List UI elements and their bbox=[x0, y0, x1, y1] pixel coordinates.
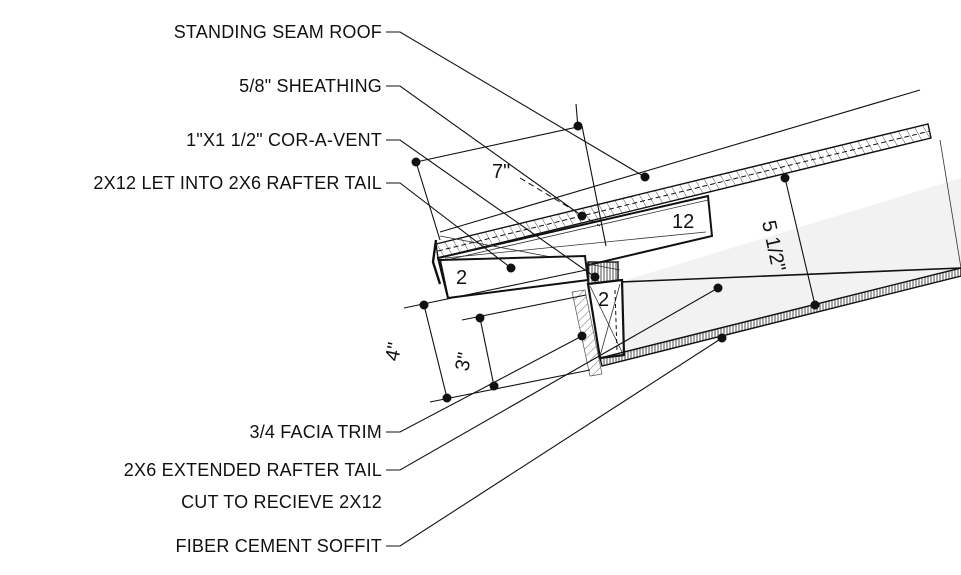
dim-7-line-right bbox=[581, 125, 607, 247]
standing-seam-roof-line bbox=[439, 89, 921, 233]
tail-inner-dash bbox=[614, 289, 618, 353]
rafter-end-line bbox=[939, 139, 961, 269]
leader-standing-seam bbox=[386, 31, 646, 178]
leader-soffit bbox=[386, 337, 723, 547]
cross-line-b bbox=[444, 231, 707, 259]
facia-trim bbox=[571, 289, 603, 377]
dim-slope-2-a: 2 bbox=[456, 267, 467, 289]
dot-let-into bbox=[506, 263, 516, 273]
dim-55-line bbox=[784, 177, 816, 306]
dot-4-bottom bbox=[442, 393, 452, 403]
dim-3-line bbox=[479, 317, 495, 387]
dot-7-left bbox=[411, 157, 421, 167]
cross-line-a bbox=[437, 199, 709, 263]
dim-7-base bbox=[415, 125, 583, 163]
dim-4-bottom bbox=[429, 369, 591, 403]
label-let-into: 2X12 LET INTO 2X6 RAFTER TAIL bbox=[93, 173, 382, 193]
dot-cor-a-vent bbox=[590, 272, 600, 282]
label-standing-seam-roof: STANDING SEAM ROOF bbox=[174, 22, 382, 42]
dim-4-line bbox=[423, 304, 448, 399]
dim-slope-12: 12 bbox=[672, 211, 694, 233]
dot-standing-seam bbox=[640, 172, 650, 182]
leader-sheathing bbox=[386, 85, 583, 217]
dot-sheathing bbox=[577, 211, 587, 221]
rafter-top-edge bbox=[619, 267, 961, 283]
dim-4-top bbox=[403, 269, 587, 309]
label-soffit: FIBER CEMENT SOFFIT bbox=[176, 536, 382, 556]
dim-7-line-left bbox=[415, 161, 441, 241]
label-facia-trim: 3/4 FACIA TRIM bbox=[249, 422, 382, 442]
sheathing-dash bbox=[437, 130, 931, 252]
dot-3-top bbox=[475, 313, 485, 323]
dim-3: 3" bbox=[451, 351, 476, 373]
dim-7: 7" bbox=[492, 161, 510, 183]
dot-55-top bbox=[780, 173, 790, 183]
drip-edge bbox=[431, 239, 442, 285]
leader-cor-a-vent bbox=[386, 139, 596, 278]
dim-slope-2-b: 2 bbox=[598, 289, 609, 311]
leader-extended-tail bbox=[386, 287, 719, 471]
dot-4-top bbox=[419, 300, 429, 310]
dot-extended-tail bbox=[713, 283, 723, 293]
dot-3-bottom bbox=[489, 381, 499, 391]
rafter-body bbox=[620, 178, 961, 355]
leader-facia bbox=[386, 335, 583, 433]
leader-dots bbox=[411, 121, 820, 403]
leader-dash bbox=[519, 177, 601, 227]
dot-7-right bbox=[573, 121, 583, 131]
label-extended-tail-1: 2X6 EXTENDED RAFTER TAIL bbox=[124, 460, 382, 480]
label-extended-tail-2: CUT TO RECIEVE 2X12 bbox=[181, 492, 382, 512]
fiber-cement-soffit bbox=[599, 267, 961, 367]
label-cor-a-vent: 1"X1 1/2" COR-A-VENT bbox=[186, 130, 382, 150]
label-sheathing: 5/8" SHEATHING bbox=[239, 76, 382, 96]
leader-let-into bbox=[386, 182, 512, 269]
dot-55-bottom bbox=[810, 300, 820, 310]
dot-soffit bbox=[717, 333, 727, 343]
dot-facia bbox=[577, 331, 587, 341]
tail-diag-2 bbox=[599, 283, 621, 357]
dim-4: 4" bbox=[381, 341, 406, 363]
